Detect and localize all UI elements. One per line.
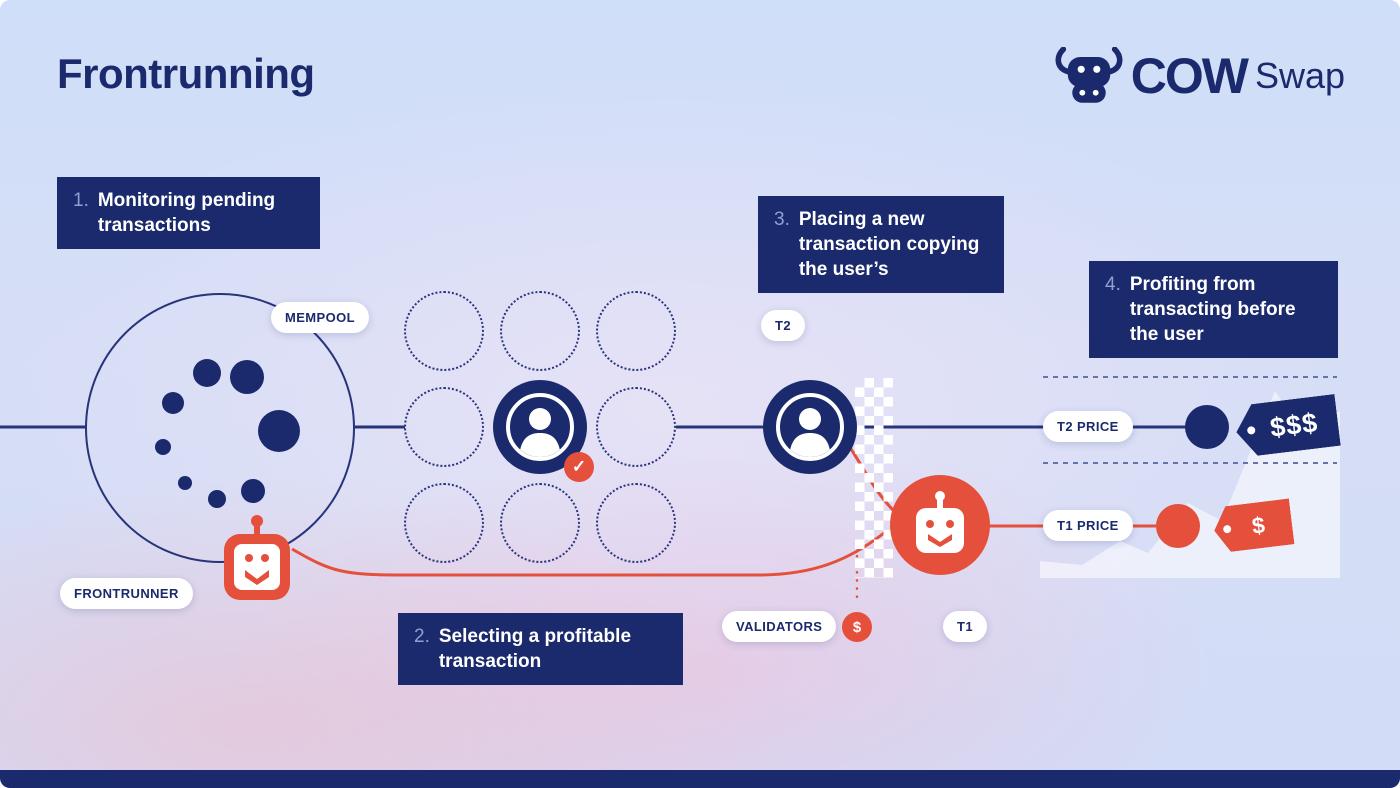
step-1-label: Monitoring pending transactions	[97, 190, 276, 237]
t1-price-label: T1 PRICE	[1043, 510, 1133, 541]
t2-user-avatar	[763, 380, 857, 474]
cowswap-logo: COW Swap	[1053, 47, 1345, 105]
step-3-number: 3.	[774, 209, 790, 230]
frontrunner-robot-icon	[224, 515, 290, 600]
mempool-label: MEMPOOL	[271, 302, 369, 333]
t2-label: T2	[761, 310, 805, 341]
mempool-dots-spinner	[155, 359, 300, 508]
validator-robot-icon	[890, 475, 990, 575]
step-3-label: Placing a new transaction copying the us…	[798, 209, 980, 281]
frontrunner-label: FRONTRUNNER	[60, 578, 193, 609]
t2-price-node	[1185, 405, 1229, 449]
pending-transaction-circle	[596, 387, 676, 467]
page-title: Frontrunning	[57, 50, 315, 97]
step-4-box: 4. Profiting from transacting before the…	[1089, 261, 1338, 359]
pending-transaction-circle	[596, 291, 676, 371]
t1-price-amount: $	[1250, 511, 1267, 539]
t2-price-tag: $$$	[1233, 394, 1341, 458]
t1-price-tag: $	[1211, 498, 1294, 553]
pending-transaction-circle	[404, 483, 484, 563]
pending-transaction-circle	[500, 483, 580, 563]
step-2-number: 2.	[414, 626, 430, 647]
t1-label: T1	[943, 611, 987, 642]
check-icon: ✓	[564, 452, 594, 482]
step-4-label: Profiting from transacting before the us…	[1129, 274, 1296, 346]
checker-transition	[855, 378, 893, 578]
t1-price-node	[1156, 504, 1200, 548]
pending-transaction-circle	[596, 483, 676, 563]
step-2-label: Selecting a profitable transaction	[438, 626, 632, 673]
mempool-circle	[85, 293, 355, 563]
step-3-box: 3. Placing a new transaction copying the…	[758, 196, 1004, 294]
selected-user-avatar	[493, 380, 587, 474]
pending-transaction-circle	[500, 291, 580, 371]
step-1-box: 1. Monitoring pending transactions	[57, 177, 320, 250]
step-1-number: 1.	[73, 190, 89, 211]
validators-label: VALIDATORS	[722, 611, 837, 642]
pending-transaction-circle	[404, 291, 484, 371]
footer-bar	[0, 770, 1400, 788]
logo-brand-text: COW	[1130, 48, 1249, 104]
pending-transaction-circle	[404, 387, 484, 467]
t2-price-label: T2 PRICE	[1043, 411, 1133, 442]
step-2-box: 2. Selecting a profitable transaction	[398, 613, 683, 686]
logo-suffix-text: Swap	[1254, 55, 1345, 96]
step-4-number: 4.	[1105, 274, 1121, 295]
cow-icon	[1055, 47, 1123, 103]
dollar-icon: $	[842, 612, 872, 642]
